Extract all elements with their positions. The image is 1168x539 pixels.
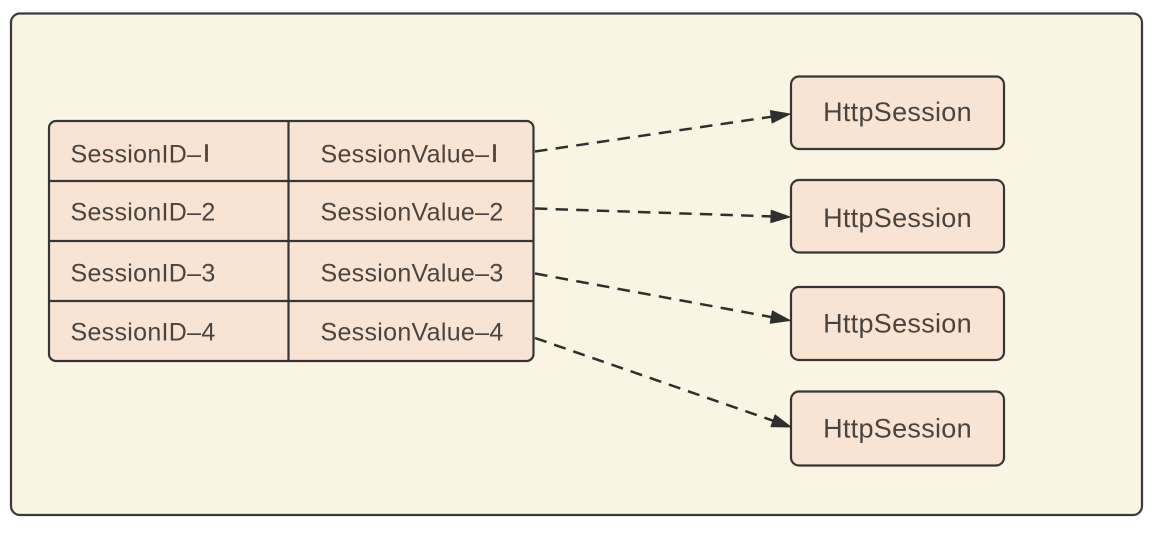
- svg-text:SessionValue–4: SessionValue–4: [321, 319, 504, 347]
- svg-text:SessionID–: SessionID–: [71, 141, 202, 169]
- svg-text:SessionID–2: SessionID–2: [71, 199, 216, 227]
- svg-text:HttpSession: HttpSession: [823, 203, 972, 233]
- svg-text:SessionValue–2: SessionValue–2: [321, 199, 504, 227]
- svg-text:HttpSession: HttpSession: [823, 309, 972, 339]
- svg-text:SessionValue–: SessionValue–: [321, 141, 490, 169]
- svg-text:HttpSession: HttpSession: [823, 414, 972, 444]
- svg-text:SessionID–4: SessionID–4: [71, 319, 216, 347]
- svg-text:SessionID–3: SessionID–3: [71, 260, 216, 288]
- svg-text:HttpSession: HttpSession: [823, 97, 972, 127]
- svg-text:SessionValue–3: SessionValue–3: [321, 260, 504, 288]
